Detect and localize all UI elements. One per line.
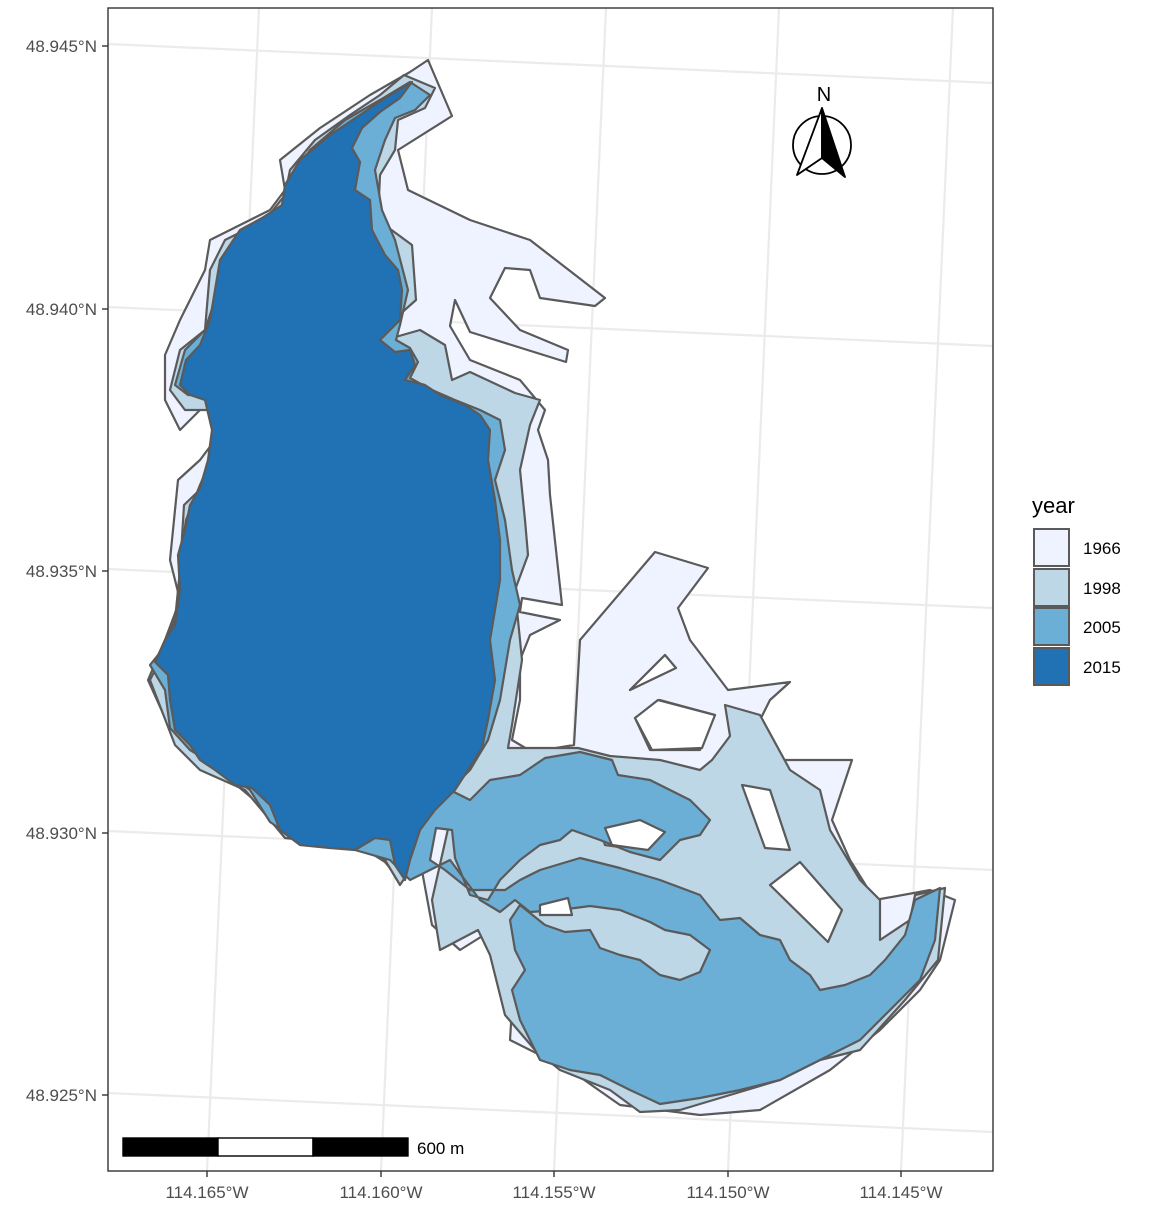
legend-label: 2005: [1083, 618, 1121, 637]
scale-bar: 600 m: [122, 1137, 464, 1158]
scale-bar-label: 600 m: [417, 1139, 464, 1158]
grid-line-lat-48945: [108, 42, 993, 85]
y-tick-label: 48.940°N: [26, 300, 97, 319]
y-tick-label: 48.925°N: [26, 1086, 97, 1105]
scale-bar-segment-1: [122, 1137, 219, 1157]
nunatak-area-4: [633, 698, 717, 752]
nunatak-area-6: [768, 860, 844, 944]
glacier-extent-2015: [153, 80, 502, 882]
grid-line-lat-48925: [108, 1091, 993, 1134]
legend-label: 1966: [1083, 539, 1121, 558]
legend-swatch-1966: [1033, 528, 1070, 567]
nunatak-area-5: [740, 783, 792, 852]
y-tick-label: 48.935°N: [26, 562, 97, 581]
nunatak-area-3: [628, 653, 678, 692]
legend-swatch-2015: [1033, 647, 1070, 686]
north-arrow-label: N: [817, 84, 831, 106]
legend-title: year: [1032, 493, 1075, 518]
x-tick-label: 114.160°W: [339, 1183, 422, 1202]
panel-border: [107, 7, 994, 1172]
scale-bar-segment-2: [217, 1137, 314, 1157]
legend-swatch-1998: [1033, 568, 1070, 607]
legend: year 1966 1998 2005 2015: [1032, 493, 1121, 686]
x-axis: 114.165°W 114.160°W 114.155°W 114.150°W …: [165, 1171, 943, 1202]
glacier-polygons: [146, 58, 957, 1117]
legend-label: 1998: [1083, 579, 1121, 598]
north-arrow: N: [792, 84, 852, 178]
x-tick-label: 114.155°W: [512, 1183, 595, 1202]
x-tick-label: 114.165°W: [165, 1183, 248, 1202]
y-axis: 48.945°N 48.940°N 48.935°N 48.930°N 48.9…: [26, 37, 108, 1105]
legend-swatch-2005: [1033, 607, 1070, 646]
scale-bar-segment-3: [312, 1137, 409, 1157]
x-tick-label: 114.150°W: [686, 1183, 769, 1202]
north-arrow-right-half: [821, 107, 846, 178]
y-tick-label: 48.945°N: [26, 37, 97, 56]
x-tick-label: 114.145°W: [859, 1183, 942, 1202]
nunatak-area-1: [603, 818, 667, 852]
nunatak-area-2: [538, 896, 574, 917]
legend-label: 2015: [1083, 658, 1121, 677]
y-tick-label: 48.930°N: [26, 824, 97, 843]
